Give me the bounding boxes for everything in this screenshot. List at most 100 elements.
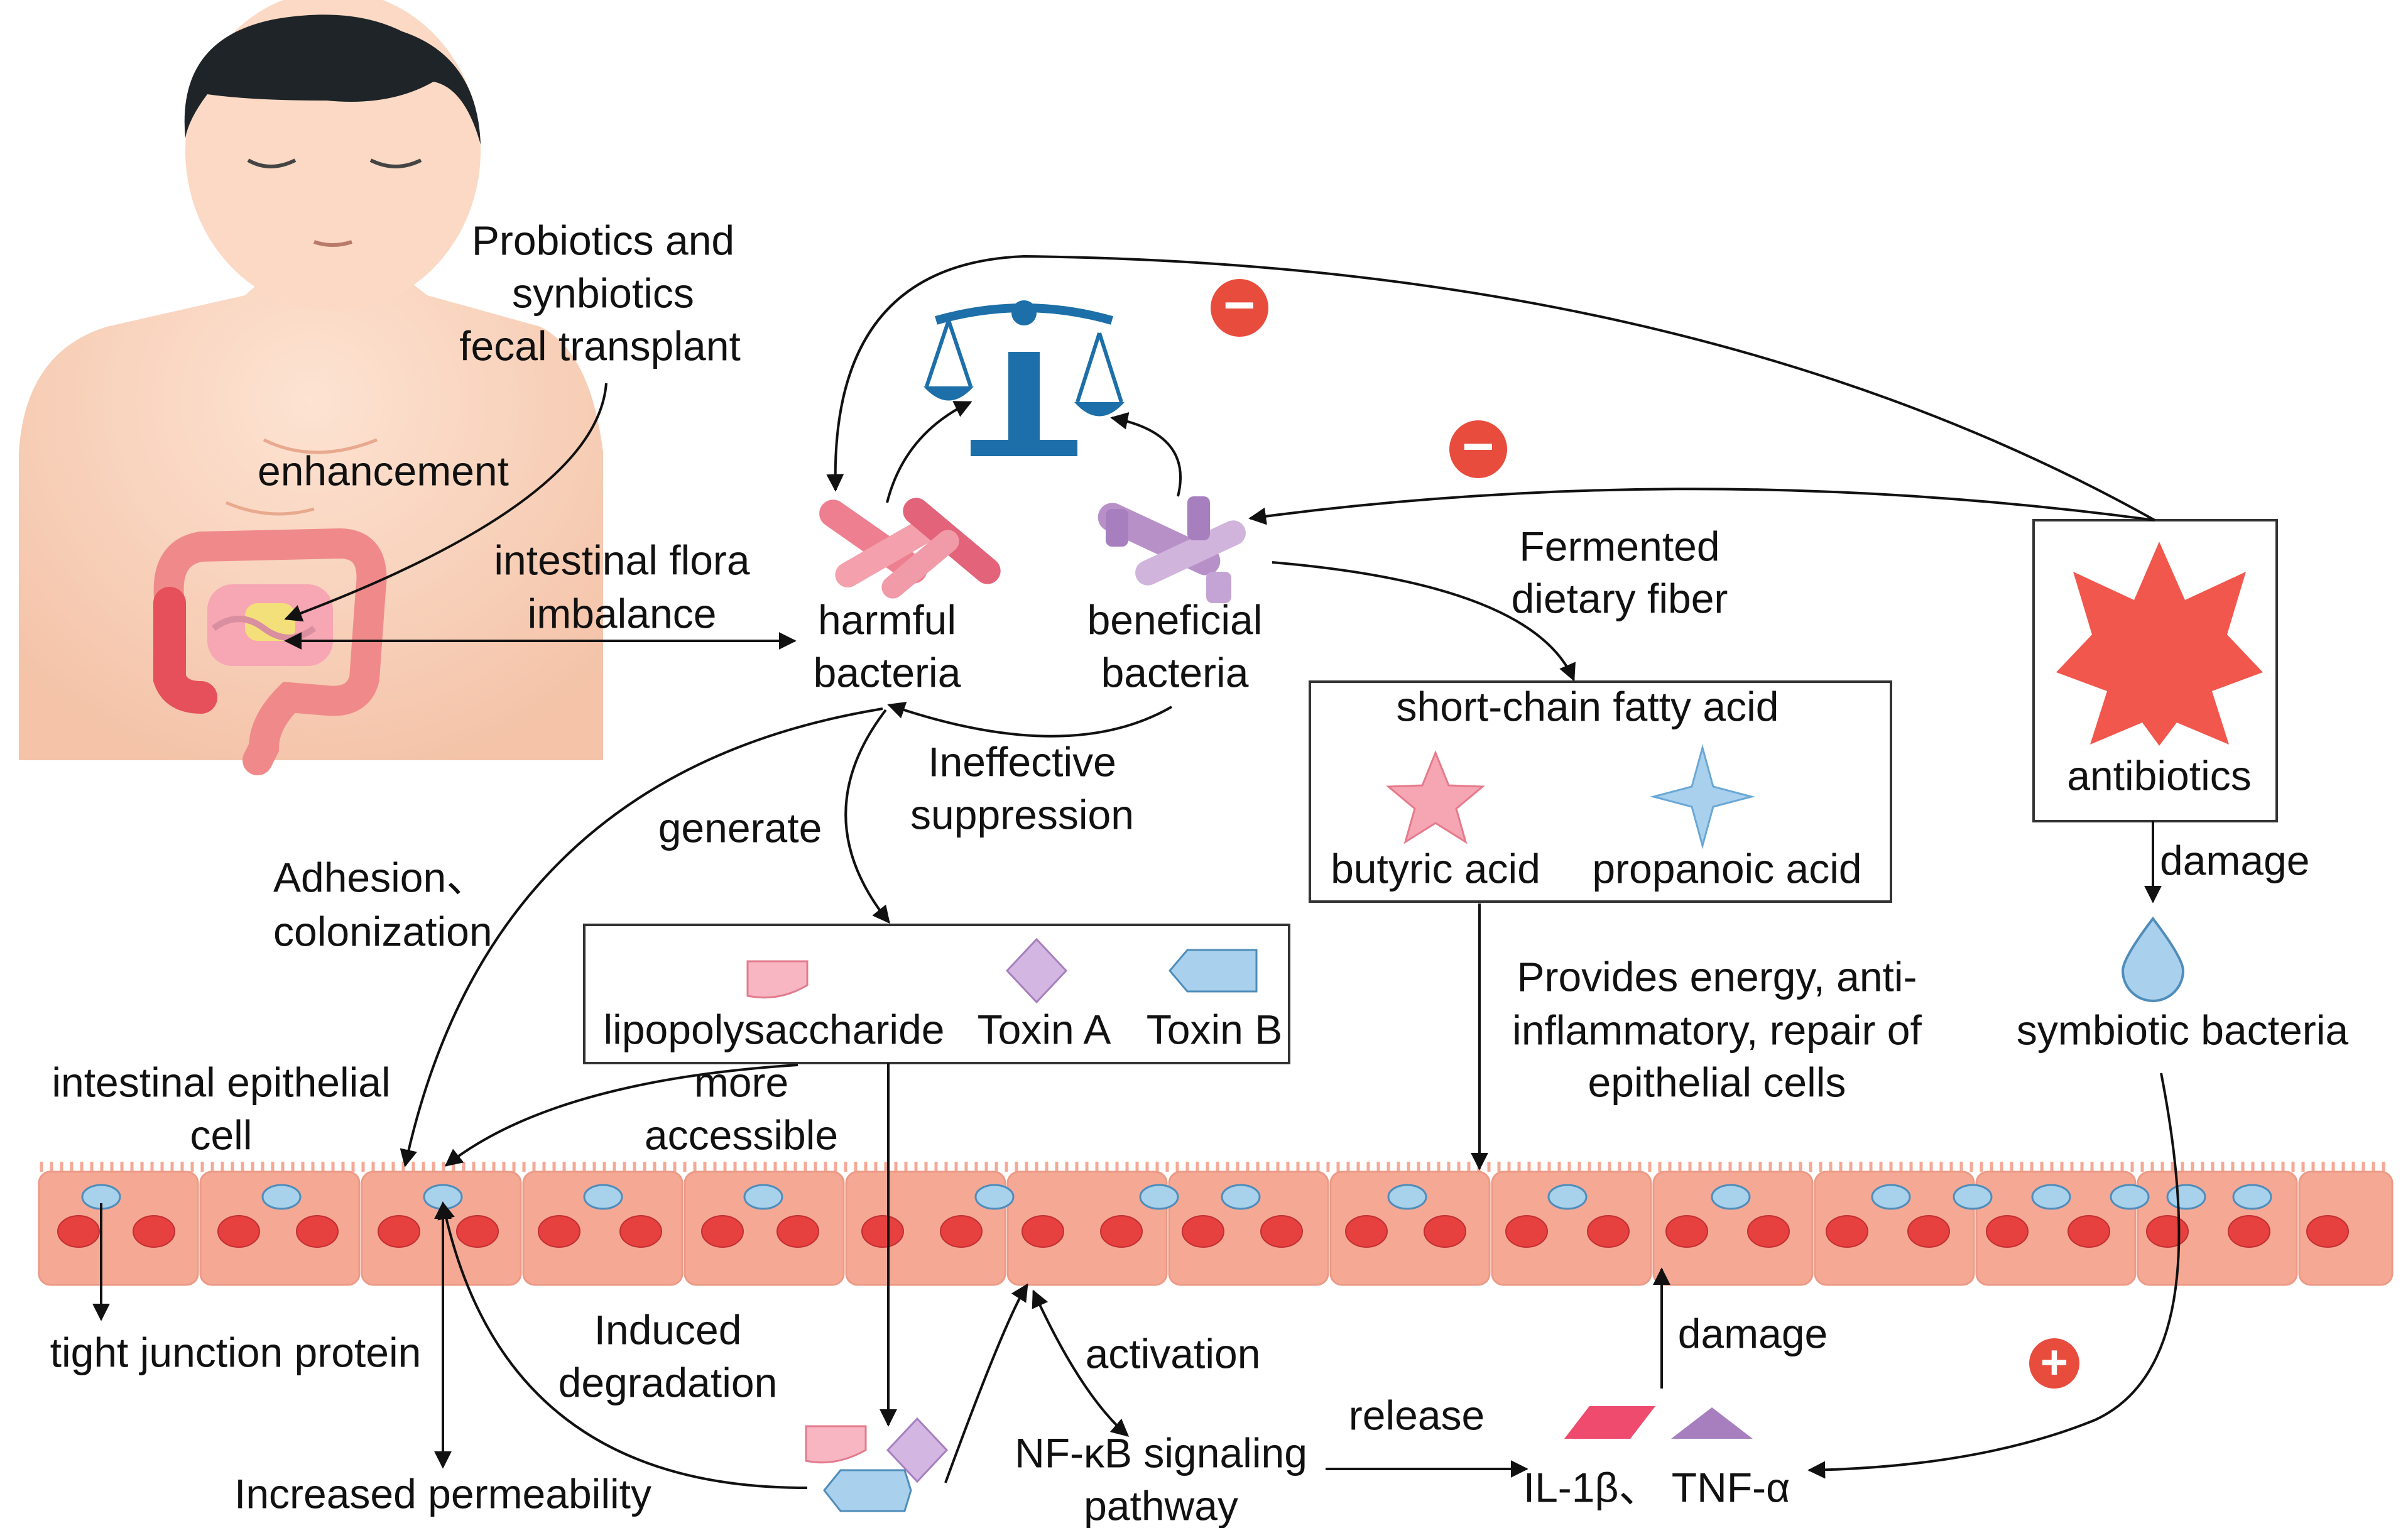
svg-text:inflammatory, repair of: inflammatory, repair of [1512, 1007, 1922, 1053]
butyric-acid-star-icon [1386, 750, 1485, 844]
intestinal-epithelium [38, 1162, 2394, 1286]
svg-text:dietary fiber: dietary fiber [1512, 575, 1728, 621]
epithelial-cell [1168, 1171, 1329, 1286]
scfa-title: short-chain fatty acid [1397, 683, 1779, 729]
svg-text:degradation: degradation [558, 1359, 778, 1405]
svg-text:Ineffective: Ineffective [928, 738, 1116, 785]
nucleus [1907, 1215, 1950, 1248]
nucleus [57, 1215, 100, 1248]
damage-label-right: damage [2160, 837, 2310, 883]
svg-text:Adhesion、: Adhesion、 [273, 854, 488, 900]
svg-text:bacteria: bacteria [814, 649, 961, 696]
svg-text:Provides energy, anti-: Provides energy, anti- [1517, 953, 1917, 1000]
flora-imbalance-label: intestinal flora imbalance [494, 537, 750, 636]
nucleus [1747, 1215, 1790, 1248]
tight-junction-protein [1953, 1184, 1993, 1210]
svg-text:Toxin A: Toxin A [978, 1006, 1111, 1052]
epithelial-cell [845, 1171, 1006, 1286]
harmful-bacteria-icon [819, 498, 1001, 599]
svg-text:harmful: harmful [818, 596, 956, 643]
svg-text:bacteria: bacteria [1101, 649, 1249, 696]
generate-label: generate [658, 804, 822, 851]
svg-text:NF-κB signaling: NF-κB signaling [1015, 1429, 1307, 1476]
toxin-a-icon [1005, 937, 1068, 1004]
epithelial-cell [1652, 1171, 1814, 1286]
nucleus [217, 1215, 260, 1248]
svg-text:propanoic acid: propanoic acid [1592, 845, 1861, 892]
beneficial-bacteria-icon [1098, 496, 1246, 603]
svg-text:imbalance: imbalance [528, 590, 717, 636]
svg-text:lipopolysaccharide: lipopolysaccharide [604, 1006, 945, 1052]
epithelial-cell [1814, 1171, 1975, 1286]
nucleus [1986, 1215, 2029, 1248]
nucleus [1587, 1215, 1630, 1248]
svg-text:Probiotics and: Probiotics and [472, 217, 734, 263]
nucleus [1345, 1215, 1388, 1248]
nucleus [2228, 1215, 2270, 1248]
nucleus [1021, 1215, 1064, 1248]
svg-text:intestinal flora: intestinal flora [494, 537, 750, 583]
tight-junction-label: tight junction protein [50, 1329, 422, 1375]
nucleus [701, 1215, 744, 1248]
nucleus [2068, 1215, 2110, 1248]
svg-text:+: + [2040, 1336, 2068, 1389]
svg-text:Fermented: Fermented [1519, 523, 1719, 569]
tight-junction-protein [1387, 1184, 1427, 1210]
activation-label: activation [1086, 1330, 1261, 1377]
svg-text:Toxin B: Toxin B [1147, 1006, 1282, 1052]
epithelial-cell [522, 1171, 684, 1286]
svg-text:butyric acid: butyric acid [1331, 845, 1540, 892]
tight-junction-protein [974, 1184, 1015, 1210]
epithelial-cell [1329, 1171, 1491, 1286]
svg-text:antibiotics: antibiotics [2067, 752, 2252, 799]
nucleus [1182, 1215, 1224, 1248]
more-accessible-label: more accessible [645, 1059, 838, 1158]
svg-text:−: − [1462, 415, 1494, 477]
svg-text:suppression: suppression [910, 791, 1134, 838]
tight-junction-protein [2110, 1184, 2150, 1210]
nucleus [1424, 1215, 1466, 1248]
nucleus [1665, 1215, 1708, 1248]
promotion-plus-icon: + [2029, 1336, 2079, 1389]
epithelial-cell-label: intestinal epithelial cell [52, 1059, 390, 1158]
probiotics-label: Probiotics and synbiotics fecal transpla… [459, 217, 741, 369]
toxin-cluster-icon [805, 1417, 949, 1512]
tight-junction-protein [1711, 1184, 1751, 1210]
intestine-illustration [153, 528, 387, 775]
epithelial-cell [684, 1171, 845, 1286]
fermented-fiber-label: Fermented dietary fiber [1512, 523, 1728, 621]
tight-junction-protein [2232, 1184, 2272, 1210]
epithelial-cell [38, 1171, 199, 1286]
nucleus [1826, 1215, 1868, 1248]
svg-text:Induced: Induced [594, 1306, 742, 1353]
svg-text:synbiotics: synbiotics [512, 270, 694, 316]
epithelial-cell [1975, 1171, 2137, 1286]
toxins-box: lipopolysaccharide Toxin A Toxin B [583, 924, 1290, 1064]
nucleus [296, 1215, 339, 1248]
tight-junction-protein [2031, 1184, 2071, 1210]
cytokines-label: IL-1β、 TNF-α [1523, 1464, 1790, 1510]
toxin-b-icon [1169, 949, 1258, 993]
lipopolysaccharide-icon [746, 960, 809, 999]
inhibition-minus-icon: − [1449, 415, 1507, 478]
ineffective-suppression-label: Ineffective suppression [910, 738, 1134, 838]
tight-junction-protein [1871, 1184, 1911, 1210]
harmful-bacteria-label: harmful bacteria [814, 596, 961, 696]
antibiotics-box: antibiotics [2032, 519, 2278, 822]
svg-text:beneficial: beneficial [1087, 596, 1263, 643]
antibiotic-star-icon [2056, 542, 2263, 746]
nucleus [456, 1215, 499, 1248]
il1b-icon [1564, 1406, 1655, 1439]
nucleus [2306, 1215, 2349, 1248]
svg-text:colonization: colonization [273, 908, 493, 954]
induced-degradation-label: Induced degradation [558, 1306, 778, 1405]
nucleus [378, 1215, 420, 1248]
tight-junction-protein [1547, 1184, 1588, 1210]
nucleus [133, 1215, 175, 1248]
nucleus [1505, 1215, 1548, 1248]
nucleus [776, 1215, 819, 1248]
svg-text:pathway: pathway [1084, 1482, 1238, 1528]
svg-text:−: − [1223, 273, 1255, 336]
water-drop-icon [2121, 916, 2185, 1002]
propanoic-acid-star-icon [1650, 744, 1755, 849]
